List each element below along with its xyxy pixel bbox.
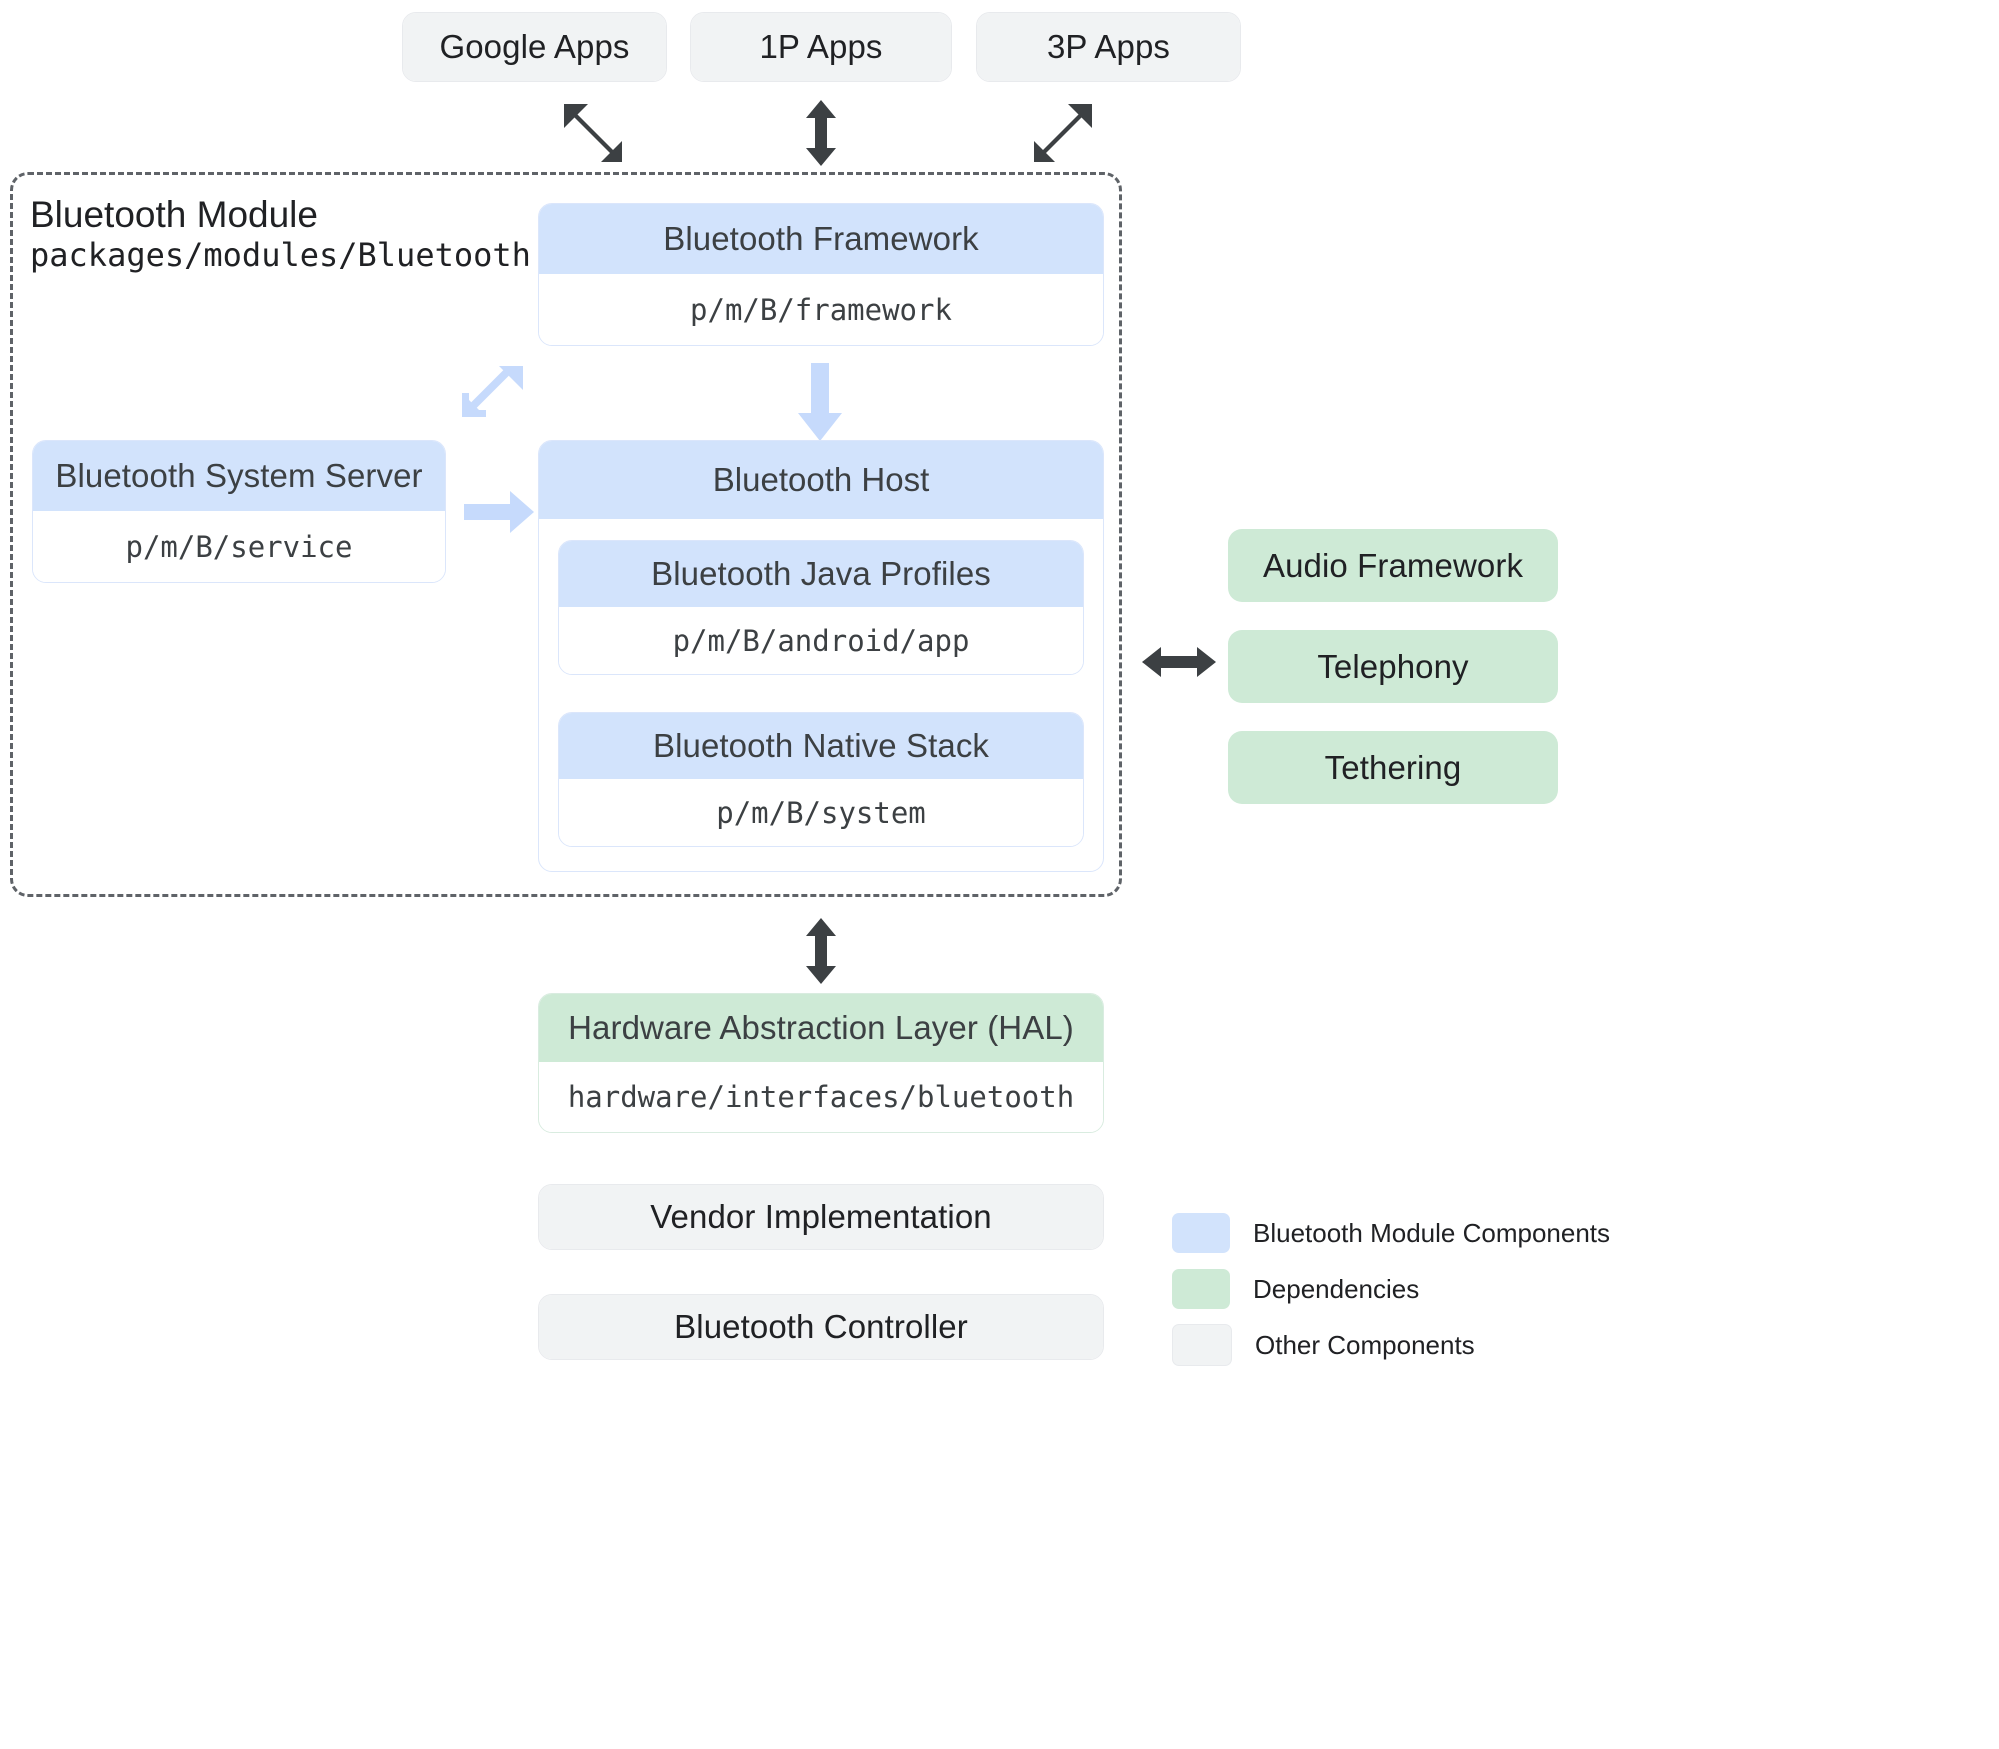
bluetooth-module-path: packages/modules/Bluetooth [30, 236, 531, 274]
legend-item-module-components: Bluetooth Module Components [1172, 1207, 1610, 1259]
google-apps-label: Google Apps [403, 13, 666, 81]
telephony-box[interactable]: Telephony [1228, 630, 1558, 703]
bluetooth-framework-path: p/m/B/framework [539, 274, 1103, 345]
arrow-module-to-hal [805, 918, 837, 984]
1p-apps-box[interactable]: 1P Apps [690, 12, 952, 82]
audio-framework-box[interactable]: Audio Framework [1228, 529, 1558, 602]
bluetooth-native-stack-path: p/m/B/system [559, 779, 1083, 846]
telephony-label: Telephony [1228, 630, 1558, 703]
legend: Bluetooth Module Components Dependencies… [1172, 1207, 1610, 1375]
3p-apps-box[interactable]: 3P Apps [976, 12, 1241, 82]
hal-box[interactable]: Hardware Abstraction Layer (HAL) hardwar… [538, 993, 1104, 1133]
bluetooth-system-server-path: p/m/B/service [33, 511, 445, 582]
bluetooth-system-server-title: Bluetooth System Server [33, 441, 445, 511]
bluetooth-controller-label: Bluetooth Controller [539, 1295, 1103, 1359]
arrow-framework-to-system-server [462, 365, 524, 423]
arrow-3p-apps-to-module [1028, 102, 1098, 164]
vendor-implementation-box[interactable]: Vendor Implementation [538, 1184, 1104, 1250]
arrow-google-apps-to-module [558, 102, 628, 164]
legend-label-other-components: Other Components [1255, 1329, 1475, 1360]
bluetooth-java-profiles-title: Bluetooth Java Profiles [559, 541, 1083, 607]
audio-framework-label: Audio Framework [1228, 529, 1558, 602]
legend-swatch-other-components [1172, 1324, 1232, 1366]
tethering-label: Tethering [1228, 731, 1558, 804]
bluetooth-native-stack-title: Bluetooth Native Stack [559, 713, 1083, 779]
arrow-system-server-to-host [464, 490, 534, 534]
hal-path: hardware/interfaces/bluetooth [539, 1062, 1103, 1132]
bluetooth-module-title: Bluetooth Module [30, 194, 318, 235]
bluetooth-controller-box[interactable]: Bluetooth Controller [538, 1294, 1104, 1360]
bluetooth-java-profiles-path: p/m/B/android/app [559, 607, 1083, 674]
google-apps-box[interactable]: Google Apps [402, 12, 667, 82]
bluetooth-native-stack-box[interactable]: Bluetooth Native Stack p/m/B/system [558, 712, 1084, 847]
arrow-1p-apps-to-module [805, 100, 837, 166]
arrow-framework-to-host [797, 363, 843, 441]
hal-title: Hardware Abstraction Layer (HAL) [539, 994, 1103, 1062]
bluetooth-system-server-box[interactable]: Bluetooth System Server p/m/B/service [32, 440, 446, 583]
legend-label-module-components: Bluetooth Module Components [1253, 1217, 1611, 1248]
vendor-implementation-label: Vendor Implementation [539, 1185, 1103, 1249]
legend-item-other-components: Other Components [1172, 1319, 1610, 1371]
bluetooth-host-title: Bluetooth Host [539, 441, 1103, 519]
1p-apps-label: 1P Apps [691, 13, 951, 81]
bluetooth-framework-title: Bluetooth Framework [539, 204, 1103, 274]
legend-swatch-module-components [1172, 1213, 1230, 1253]
legend-label-dependencies: Dependencies [1253, 1273, 1420, 1304]
bluetooth-framework-box[interactable]: Bluetooth Framework p/m/B/framework [538, 203, 1104, 346]
legend-swatch-dependencies [1172, 1269, 1230, 1309]
tethering-box[interactable]: Tethering [1228, 731, 1558, 804]
3p-apps-label: 3P Apps [977, 13, 1240, 81]
bluetooth-java-profiles-box[interactable]: Bluetooth Java Profiles p/m/B/android/ap… [558, 540, 1084, 675]
legend-item-dependencies: Dependencies [1172, 1263, 1610, 1315]
bluetooth-module-container [10, 172, 1122, 897]
arrow-module-to-dependencies [1142, 645, 1216, 679]
